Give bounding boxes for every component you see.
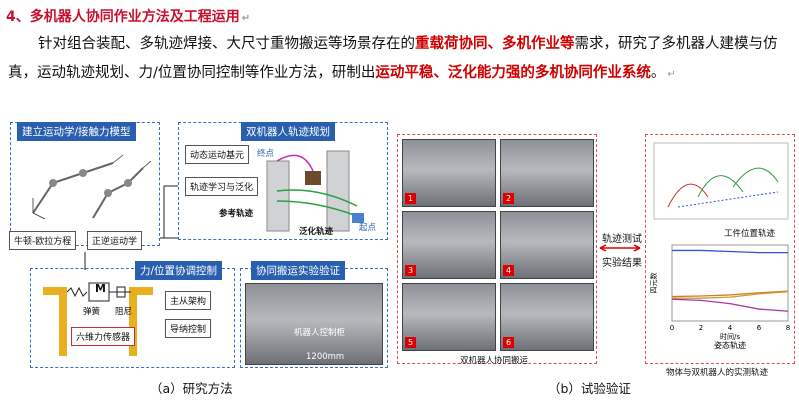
section-heading: 4、多机器人协同作业方法及工程运用↵: [6, 9, 251, 25]
force-control-panel: 力/位置协调控制 M 弹簧 阻尼 六维力传感器 主从架构 导纳控制: [30, 261, 235, 368]
photo-grid-caption: 双机器人协同搬运: [460, 356, 529, 366]
workpiece-trajectory-label: 工件位置轨迹: [724, 229, 776, 239]
3d-trajectory-plot: [653, 142, 789, 220]
x-axis-label: 时间/s: [720, 332, 740, 341]
damper-label: 阻尼: [115, 307, 133, 317]
y-axis-label: 四元数: [649, 273, 658, 294]
master-slave-label: 主从架构: [165, 291, 212, 310]
end-point-label: 终点: [257, 149, 275, 159]
para-text-3: 。: [650, 65, 666, 81]
caption-a: （a）研究方法: [150, 381, 233, 396]
spring-label: 弹簧: [83, 307, 101, 317]
trajectory-test-label: 轨迹测试: [602, 234, 642, 245]
newton-euler-label: 牛顿-欧拉方程: [9, 231, 77, 250]
cooperative-validation-panel: 协同搬运实验验证 机器人控制柜 1200mm: [240, 261, 388, 368]
modeling-panel: 建立运动学/接触力模型 牛顿-欧拉方程 正逆运动学: [9, 122, 160, 250]
attitude-series-2: [671, 290, 789, 298]
attitude-series-4: [671, 298, 789, 312]
attitude-plot-frame: [671, 244, 789, 322]
dynamic-primitive-label: 动态运动基元: [185, 145, 250, 164]
double-arrow-icon: [599, 244, 641, 252]
reference-trajectory-label: 参考轨迹: [219, 209, 254, 219]
x-tick-label: 6: [757, 324, 762, 332]
dimension-label: 1200mm: [306, 352, 345, 362]
kinematic-model-illustration: [32, 154, 152, 220]
trajectory-learning-label: 轨迹学习与泛化: [185, 177, 259, 196]
para-text-1: 针对组合装配、多轨迹焊接、大尺寸重物搬运等场景存在的: [38, 36, 415, 52]
para-highlight-2: 运动平稳、泛化能力强的多机协同作业系统: [375, 65, 651, 81]
x-tick-label: 8: [786, 324, 790, 332]
cooperative-validation-title: 协同搬运实验验证: [251, 261, 345, 280]
attitude-chart-title: 姿态轨迹: [714, 340, 746, 349]
attitude-series-3: [672, 291, 789, 299]
forward-inverse-label: 正逆运动学: [87, 231, 143, 250]
photo-cabinet-label: 机器人控制柜: [294, 328, 346, 338]
x-tick-label: 4: [728, 324, 733, 332]
experiment-photo-5: 5: [402, 283, 496, 351]
x-tick-label: 2: [699, 324, 703, 332]
trajectory-planning-title: 双机器人轨迹规划: [241, 122, 335, 141]
experiment-photo-3: 3: [402, 211, 496, 279]
photo-grid-panel: 1 2 3 4 5 6 双机器人协同搬运: [397, 134, 597, 366]
experiment-photo-4: 4: [500, 211, 594, 279]
mass-label: M: [95, 282, 106, 295]
experiment-result-label: 实验结果: [602, 258, 642, 269]
generalized-trajectory-label: 泛化轨迹: [299, 227, 334, 237]
start-point-label: 起点: [359, 223, 377, 233]
intro-paragraph: 针对组合装配、多轨迹焊接、大尺寸重物搬运等场景存在的重载荷协同、多机作业等需求，…: [8, 36, 778, 81]
attitude-series-1: [672, 249, 788, 254]
force-control-title: 力/位置协调控制: [135, 261, 223, 280]
experiment-photo-1: 1: [402, 139, 496, 207]
impedance-control-label: 导纳控制: [165, 319, 212, 338]
para-highlight-1: 重载荷协同、多机作业等: [415, 36, 575, 52]
experiment-photo-6: 6: [500, 283, 594, 351]
experiment-photo-2: 2: [500, 139, 594, 207]
validation-photo: 机器人控制柜 1200mm: [245, 283, 383, 365]
caption-b: （b）试验验证: [548, 381, 631, 396]
results-panel: 工件位置轨迹 0 2 4 6 8 时间/s 四元数姿态轨迹: [645, 134, 795, 364]
measured-trajectory-caption: 物体与双机器人的实测轨迹: [666, 368, 769, 378]
x-tick-label: 0: [670, 324, 674, 332]
six-axis-sensor-label: 六维力传感器: [71, 327, 136, 346]
robot-trajectory-illustration: [266, 150, 364, 232]
para-text-2: 需求，研究了多机器人建模与仿真，运动轨迹规划、力/位置协同控制等作业方法，研制出: [8, 36, 778, 81]
trajectory-planning-panel: 双机器人轨迹规划 动态运动基元 轨迹学习与泛化 终点 起点 参考轨迹 泛化轨迹: [178, 122, 388, 240]
modeling-title: 建立运动学/接触力模型: [17, 122, 136, 141]
